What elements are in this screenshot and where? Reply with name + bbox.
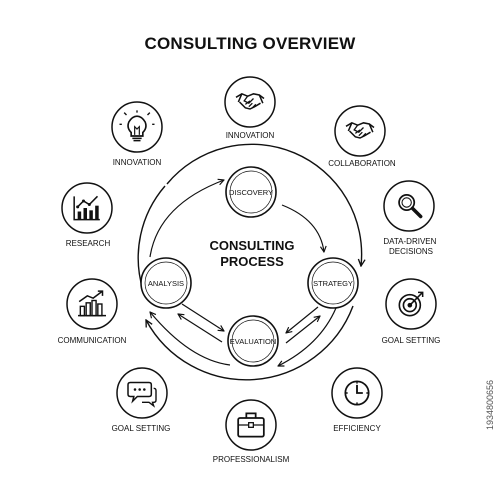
process-node-strategy: STRATEGY xyxy=(307,257,359,309)
outer-item-label: EFFICIENCY xyxy=(333,424,381,433)
watermark-id: 1934800656 xyxy=(485,380,495,430)
outer-item-communication: COMMUNICATION xyxy=(58,278,127,345)
process-node-label: ANALYSIS xyxy=(148,279,184,288)
process-node-label: EVALUATION xyxy=(230,337,276,346)
outer-item-professionalism: PROFESSIONALISM xyxy=(213,399,290,464)
outer-item-collaboration: COLLABORATION xyxy=(328,105,396,168)
process-node-evaluation: EVALUATION xyxy=(227,315,279,367)
process-node-label: DISCOVERY xyxy=(229,188,273,197)
arrow-evaluation-loop xyxy=(150,312,231,366)
center-title-line1: CONSULTING xyxy=(210,238,295,253)
arrow-analysis-to-evaluation xyxy=(181,303,224,331)
arrow-evaluation-to-strategy xyxy=(285,316,320,344)
outer-item-label: COMMUNICATION xyxy=(58,336,127,345)
outer-item-label: PROFESSIONALISM xyxy=(213,455,290,464)
diagram-title: CONSULTING OVERVIEW xyxy=(144,34,356,53)
outer-cycle-ring xyxy=(137,143,362,381)
arrow-discovery-to-strategy xyxy=(281,204,324,252)
outer-item-label: GOAL SETTING xyxy=(382,336,441,345)
arrow-analysis-to-discovery xyxy=(149,180,224,258)
arrow-strategy-to-evaluation xyxy=(286,306,319,333)
inner-cycle xyxy=(149,180,337,366)
outer-item-innovation-top: INNOVATION xyxy=(224,76,276,140)
outer-item-innovation-left: INNOVATION xyxy=(111,101,163,167)
outer-item-label: COLLABORATION xyxy=(328,159,396,168)
outer-item-data-driven: DATA-DRIVEN DECISIONS xyxy=(383,180,438,256)
arrow-strategy-loop xyxy=(278,307,337,366)
process-node-label: STRATEGY xyxy=(313,279,353,288)
outer-item-research: RESEARCH xyxy=(61,182,113,248)
outer-arc-left xyxy=(137,185,166,291)
outer-item-label: RESEARCH xyxy=(66,239,111,248)
process-node-discovery: DISCOVERY xyxy=(225,166,277,218)
arrow-evaluation-to-analysis xyxy=(178,314,223,343)
outer-item-efficiency: EFFICIENCY xyxy=(331,367,383,433)
process-node-analysis: ANALYSIS xyxy=(140,257,192,309)
outer-item-label: GOAL SETTING xyxy=(112,424,171,433)
outer-arc-top xyxy=(166,143,362,266)
outer-item-label: INNOVATION xyxy=(113,158,162,167)
outer-item-goal-setting-left: GOAL SETTING xyxy=(112,367,171,433)
center-title-line2: PROCESS xyxy=(220,254,284,269)
outer-item-label: DATA-DRIVEN DECISIONS xyxy=(383,237,438,256)
outer-item-label: INNOVATION xyxy=(226,131,275,140)
outer-item-goal-setting-right: GOAL SETTING xyxy=(382,278,441,345)
outer-arc-bottom xyxy=(146,305,354,381)
